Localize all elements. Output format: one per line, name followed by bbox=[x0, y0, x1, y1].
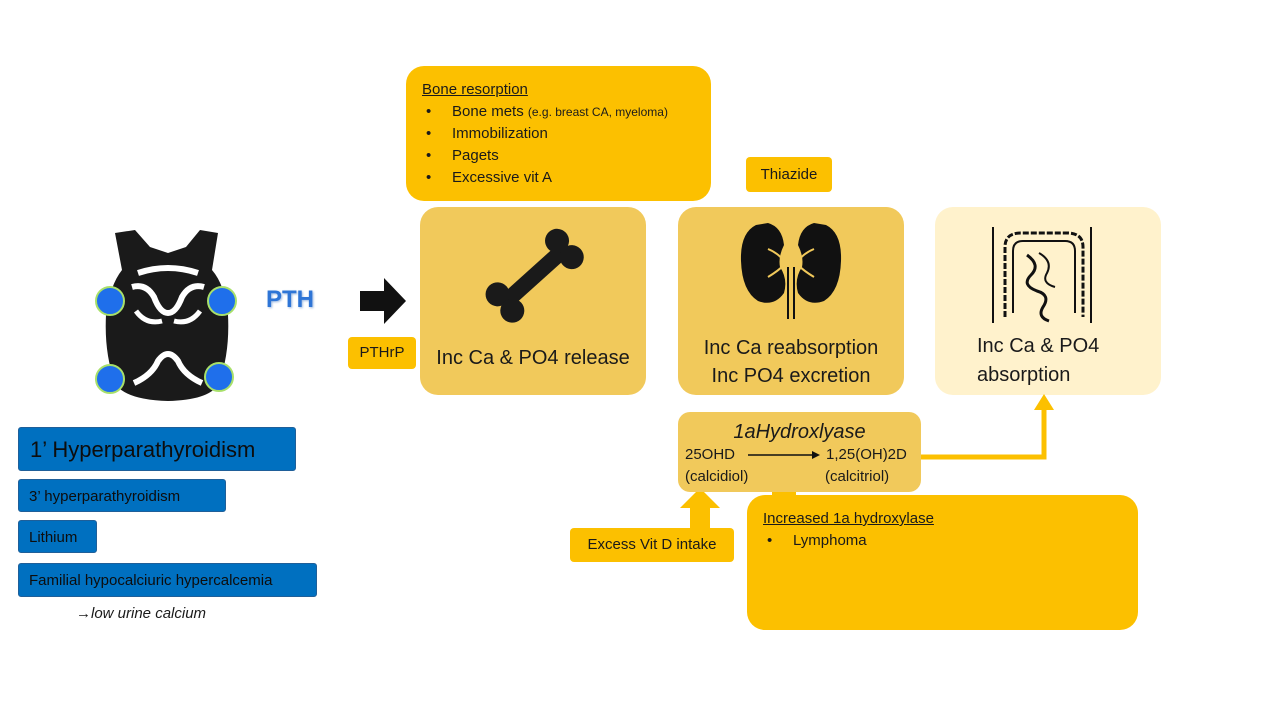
thiazide-box: Thiazide bbox=[746, 157, 832, 192]
thyroid-parathyroid-icon bbox=[95, 230, 237, 401]
excess-vit-d-label: Excess Vit D intake bbox=[587, 536, 717, 553]
parathyroid-gland-icon bbox=[207, 286, 237, 316]
bone-effect-text: Inc Ca & PO4 release bbox=[436, 347, 630, 369]
bone-icon bbox=[485, 228, 584, 323]
list-item: Lymphoma bbox=[763, 530, 1138, 552]
parathyroid-gland-icon bbox=[95, 364, 125, 394]
primary-hyperparathyroidism-label: 1’ Hyperparathyroidism bbox=[30, 437, 256, 462]
lithium-box: Lithium bbox=[18, 520, 97, 553]
kidney-icon bbox=[740, 223, 842, 319]
increased-hydroxylase-box: Increased 1a hydroxylase Lymphoma bbox=[747, 495, 1138, 630]
gut-effect-line1: Inc Ca & PO4 bbox=[977, 335, 1100, 357]
bone-resorption-title: Bone resorption bbox=[422, 81, 528, 98]
product-name: (calcitriol) bbox=[825, 468, 890, 485]
list-item: Excessive vit A bbox=[422, 167, 711, 189]
fhh-label: Familial hypocalciuric hypercalcemia bbox=[29, 572, 273, 589]
lithium-label: Lithium bbox=[29, 529, 78, 546]
excess-vit-d-box: Excess Vit D intake bbox=[570, 528, 734, 562]
bone-effect-box: Inc Ca & PO4 release bbox=[420, 207, 646, 395]
pthrp-box: PTHrP bbox=[348, 337, 416, 369]
gut-effect-box: Inc Ca & PO4 absorption bbox=[935, 207, 1161, 395]
parathyroid-gland-icon bbox=[204, 362, 234, 392]
increased-hydroxylase-list: Lymphoma bbox=[763, 530, 1138, 552]
fhh-box: Familial hypocalciuric hypercalcemia bbox=[18, 563, 317, 597]
list-item: Immobilization bbox=[422, 123, 711, 145]
list-item: Pagets bbox=[422, 145, 711, 167]
arrow-right-icon bbox=[360, 278, 406, 324]
fhh-note-text: low urine calcium bbox=[91, 605, 207, 622]
fhh-note: →low urine calcium bbox=[76, 605, 206, 622]
parathyroid-gland-icon bbox=[95, 286, 125, 316]
tertiary-hyperparathyroidism-box: 3’ hyperparathyroidism bbox=[18, 479, 226, 512]
increased-hydroxylase-title: Increased 1a hydroxylase bbox=[763, 510, 934, 527]
hydroxylase-box: 1aHydroxlyase 25OHD (calcidiol) 1,25(OH)… bbox=[678, 412, 921, 492]
conversion-arrow-icon bbox=[748, 451, 820, 459]
substrate-name: (calcidiol) bbox=[685, 468, 749, 485]
gut-effect-line2: absorption bbox=[977, 364, 1071, 386]
bone-resorption-box: Bone resorption Bone mets (e.g. breast C… bbox=[406, 66, 711, 201]
substrate-label: 25OHD bbox=[685, 446, 736, 463]
pthrp-label: PTHrP bbox=[359, 344, 405, 361]
kidney-effect-line2: Inc PO4 excretion bbox=[711, 365, 871, 387]
thiazide-label: Thiazide bbox=[760, 166, 818, 183]
excess-vit-d-arrow bbox=[680, 488, 720, 530]
intestine-icon bbox=[992, 227, 1092, 323]
primary-hyperparathyroidism-box: 1’ Hyperparathyroidism bbox=[18, 427, 296, 471]
arrow-right-small-icon: → bbox=[76, 605, 91, 622]
bone-resorption-list: Bone mets (e.g. breast CA, myeloma) Immo… bbox=[422, 101, 711, 189]
pth-label: PTH bbox=[266, 286, 314, 313]
hydroxylase-title: 1aHydroxlyase bbox=[733, 421, 866, 443]
kidney-effect-box: Inc Ca reabsorption Inc PO4 excretion bbox=[678, 207, 904, 395]
product-label: 1,25(OH)2D bbox=[826, 446, 907, 463]
tertiary-hyperparathyroidism-label: 3’ hyperparathyroidism bbox=[29, 488, 181, 505]
list-item: Bone mets (e.g. breast CA, myeloma) bbox=[422, 101, 711, 123]
kidney-effect-line1: Inc Ca reabsorption bbox=[703, 337, 879, 359]
